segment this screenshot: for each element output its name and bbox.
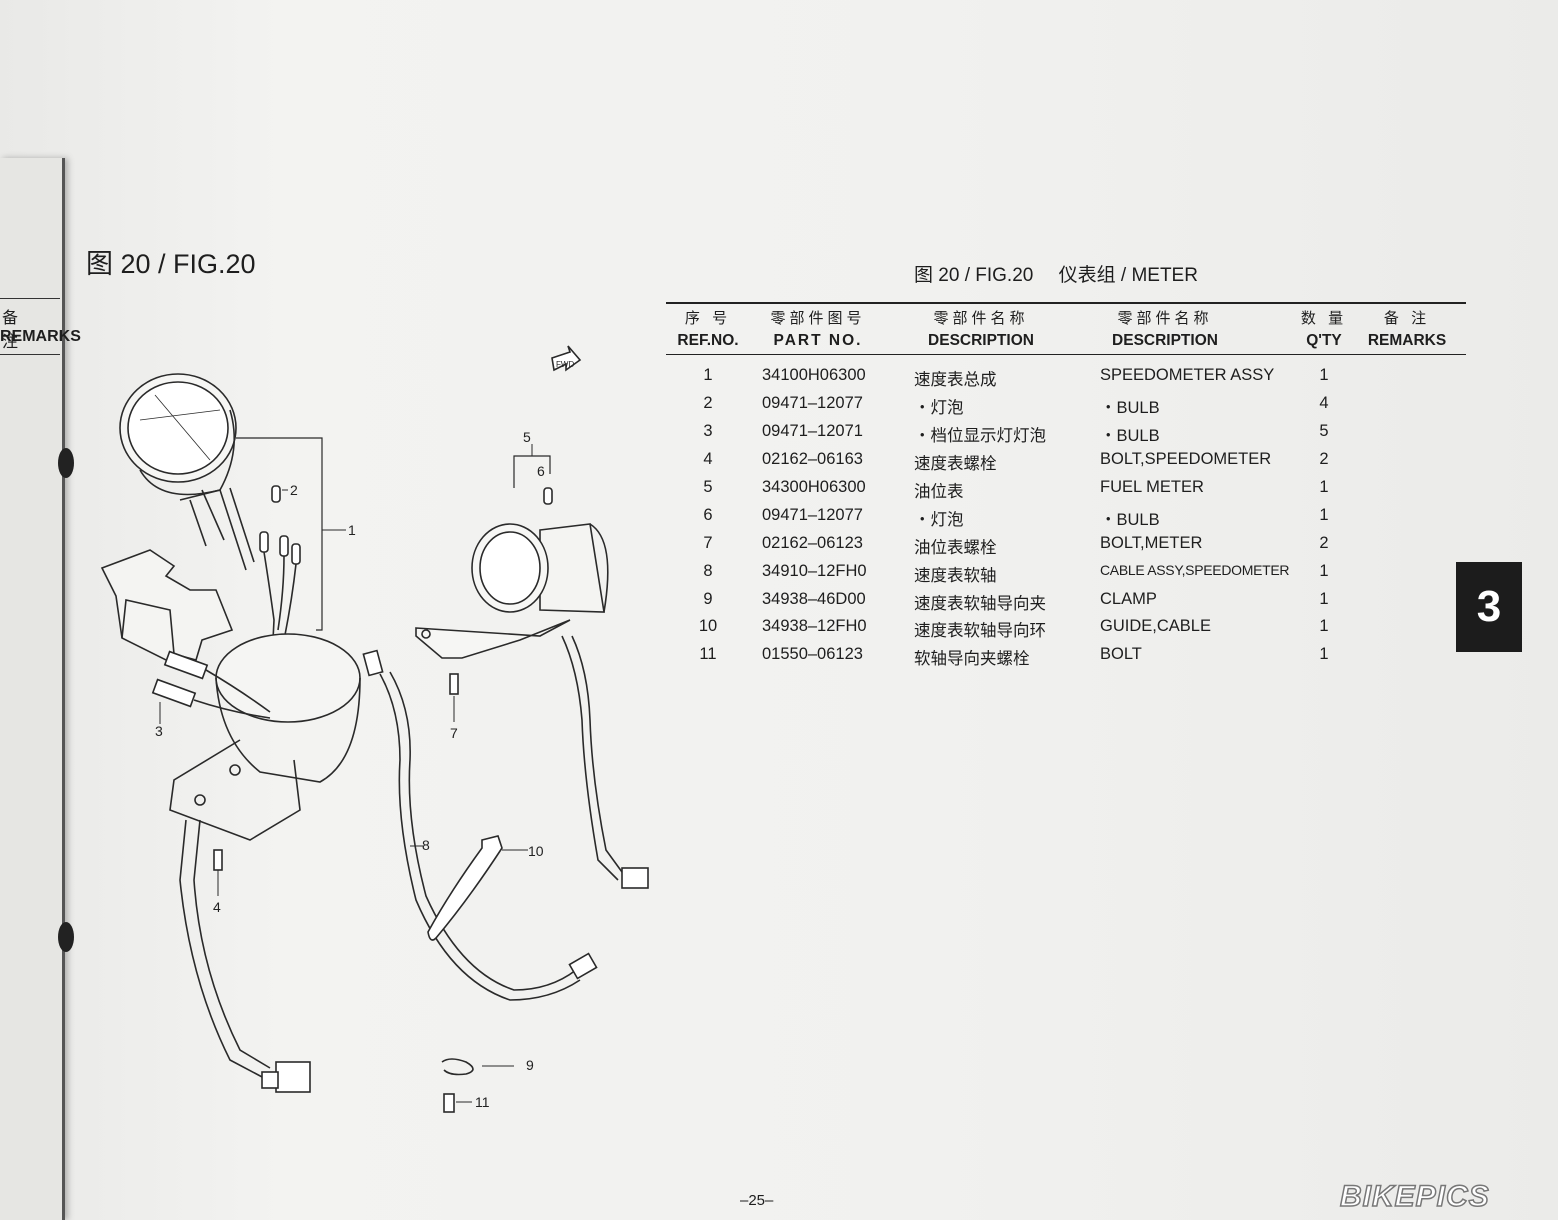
binder-hole bbox=[58, 922, 74, 952]
prev-remarks-header-cn: 备 注 bbox=[2, 310, 27, 351]
prev-table-rule bbox=[0, 354, 60, 355]
prev-table-rule bbox=[0, 298, 60, 299]
callout-9: 9 bbox=[526, 1057, 534, 1073]
callout-10: 10 bbox=[528, 843, 544, 859]
section-tab: 3 bbox=[1456, 562, 1522, 652]
forward-label: FWD bbox=[556, 360, 574, 369]
binder-hole bbox=[58, 448, 74, 478]
callout-5: 5 bbox=[523, 429, 531, 445]
table-top-rule bbox=[666, 302, 1466, 304]
callout-4: 4 bbox=[213, 899, 221, 915]
table-title: 图 20 / FIG.20 仪表组 / METER bbox=[914, 260, 1218, 287]
callout-11: 11 bbox=[475, 1094, 490, 1110]
previous-page-edge: 备 注 REMARKS bbox=[0, 158, 81, 1220]
bolt-icon bbox=[443, 1093, 472, 1113]
fuel-meter-icon bbox=[415, 523, 649, 889]
page-number: –25– bbox=[740, 1192, 774, 1209]
cable-guide-icon bbox=[427, 835, 528, 941]
callout-7: 7 bbox=[450, 725, 458, 741]
bulb-icon bbox=[543, 487, 553, 505]
bulb-socket-icon bbox=[151, 650, 271, 719]
meter-housing bbox=[169, 633, 361, 1093]
bolt-icon bbox=[213, 849, 223, 896]
prev-remarks-header-en: REMARKS bbox=[0, 328, 81, 345]
table-header-rule bbox=[666, 354, 1466, 355]
bolt-icon bbox=[449, 673, 459, 722]
speedometer-cable bbox=[362, 649, 598, 1001]
bulb-icon bbox=[259, 485, 301, 701]
clamp-icon bbox=[441, 1058, 474, 1076]
speedometer-icon bbox=[119, 373, 255, 571]
forward-arrow-icon: FWD bbox=[551, 345, 582, 372]
figure-title: 图 20 / FIG.20 bbox=[86, 249, 256, 279]
watermark-logo: BIKEPICS bbox=[1339, 1179, 1490, 1214]
table-title-fig: 图 20 / FIG.20 bbox=[914, 265, 1034, 286]
callout-3: 3 bbox=[155, 723, 163, 739]
callout-8: 8 bbox=[422, 837, 430, 853]
callout-6: 6 bbox=[537, 463, 545, 479]
callout-2: 2 bbox=[290, 482, 298, 498]
callout-1: 1 bbox=[348, 522, 356, 538]
table-title-name: 仪表组 / METER bbox=[1058, 265, 1198, 286]
exploded-parts-diagram: FWD bbox=[100, 345, 649, 1113]
